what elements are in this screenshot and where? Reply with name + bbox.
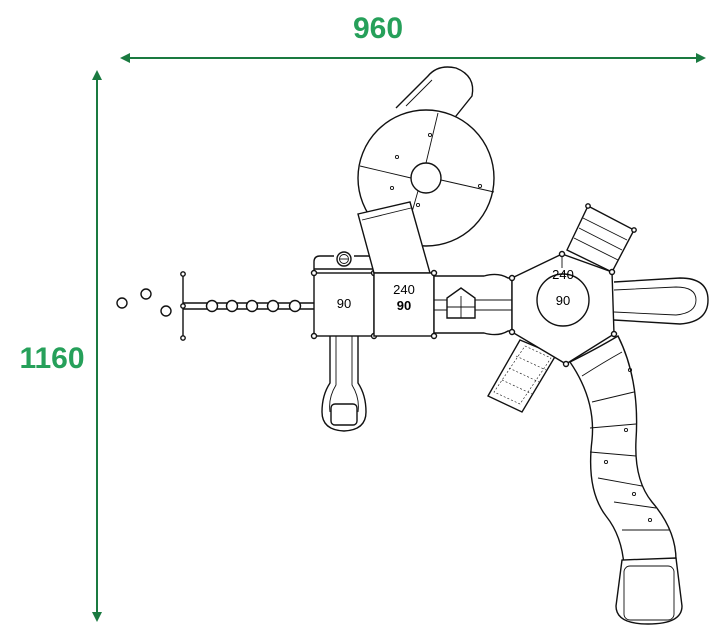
house-window-icon — [446, 287, 476, 319]
width-dimension: 960 — [120, 12, 706, 63]
wave-slide-right — [613, 277, 709, 325]
climbing-ladder — [566, 203, 637, 273]
hex-center-label: 90 — [556, 293, 570, 308]
deck-left: 90 — [310, 255, 378, 340]
spiral-slide-icon — [357, 66, 495, 274]
deck-middle-bottom-label: 90 — [397, 298, 411, 313]
height-dimension: 1160 — [19, 70, 102, 622]
hex-tower: 240 90 — [508, 250, 618, 368]
hex-top-label: 240 — [552, 267, 574, 282]
steering-wheel-icon — [336, 251, 352, 267]
straight-slide-left — [321, 336, 367, 432]
horizontal-ladder — [180, 271, 316, 341]
tube-slide-icon — [568, 335, 683, 625]
height-label: 1160 — [19, 342, 84, 375]
stepping-stones — [116, 288, 172, 317]
width-label: 960 — [353, 12, 403, 45]
deck-left-label: 90 — [337, 296, 351, 311]
deck-middle: 240 90 — [373, 269, 438, 340]
deck-middle-top-label: 240 — [393, 282, 415, 297]
